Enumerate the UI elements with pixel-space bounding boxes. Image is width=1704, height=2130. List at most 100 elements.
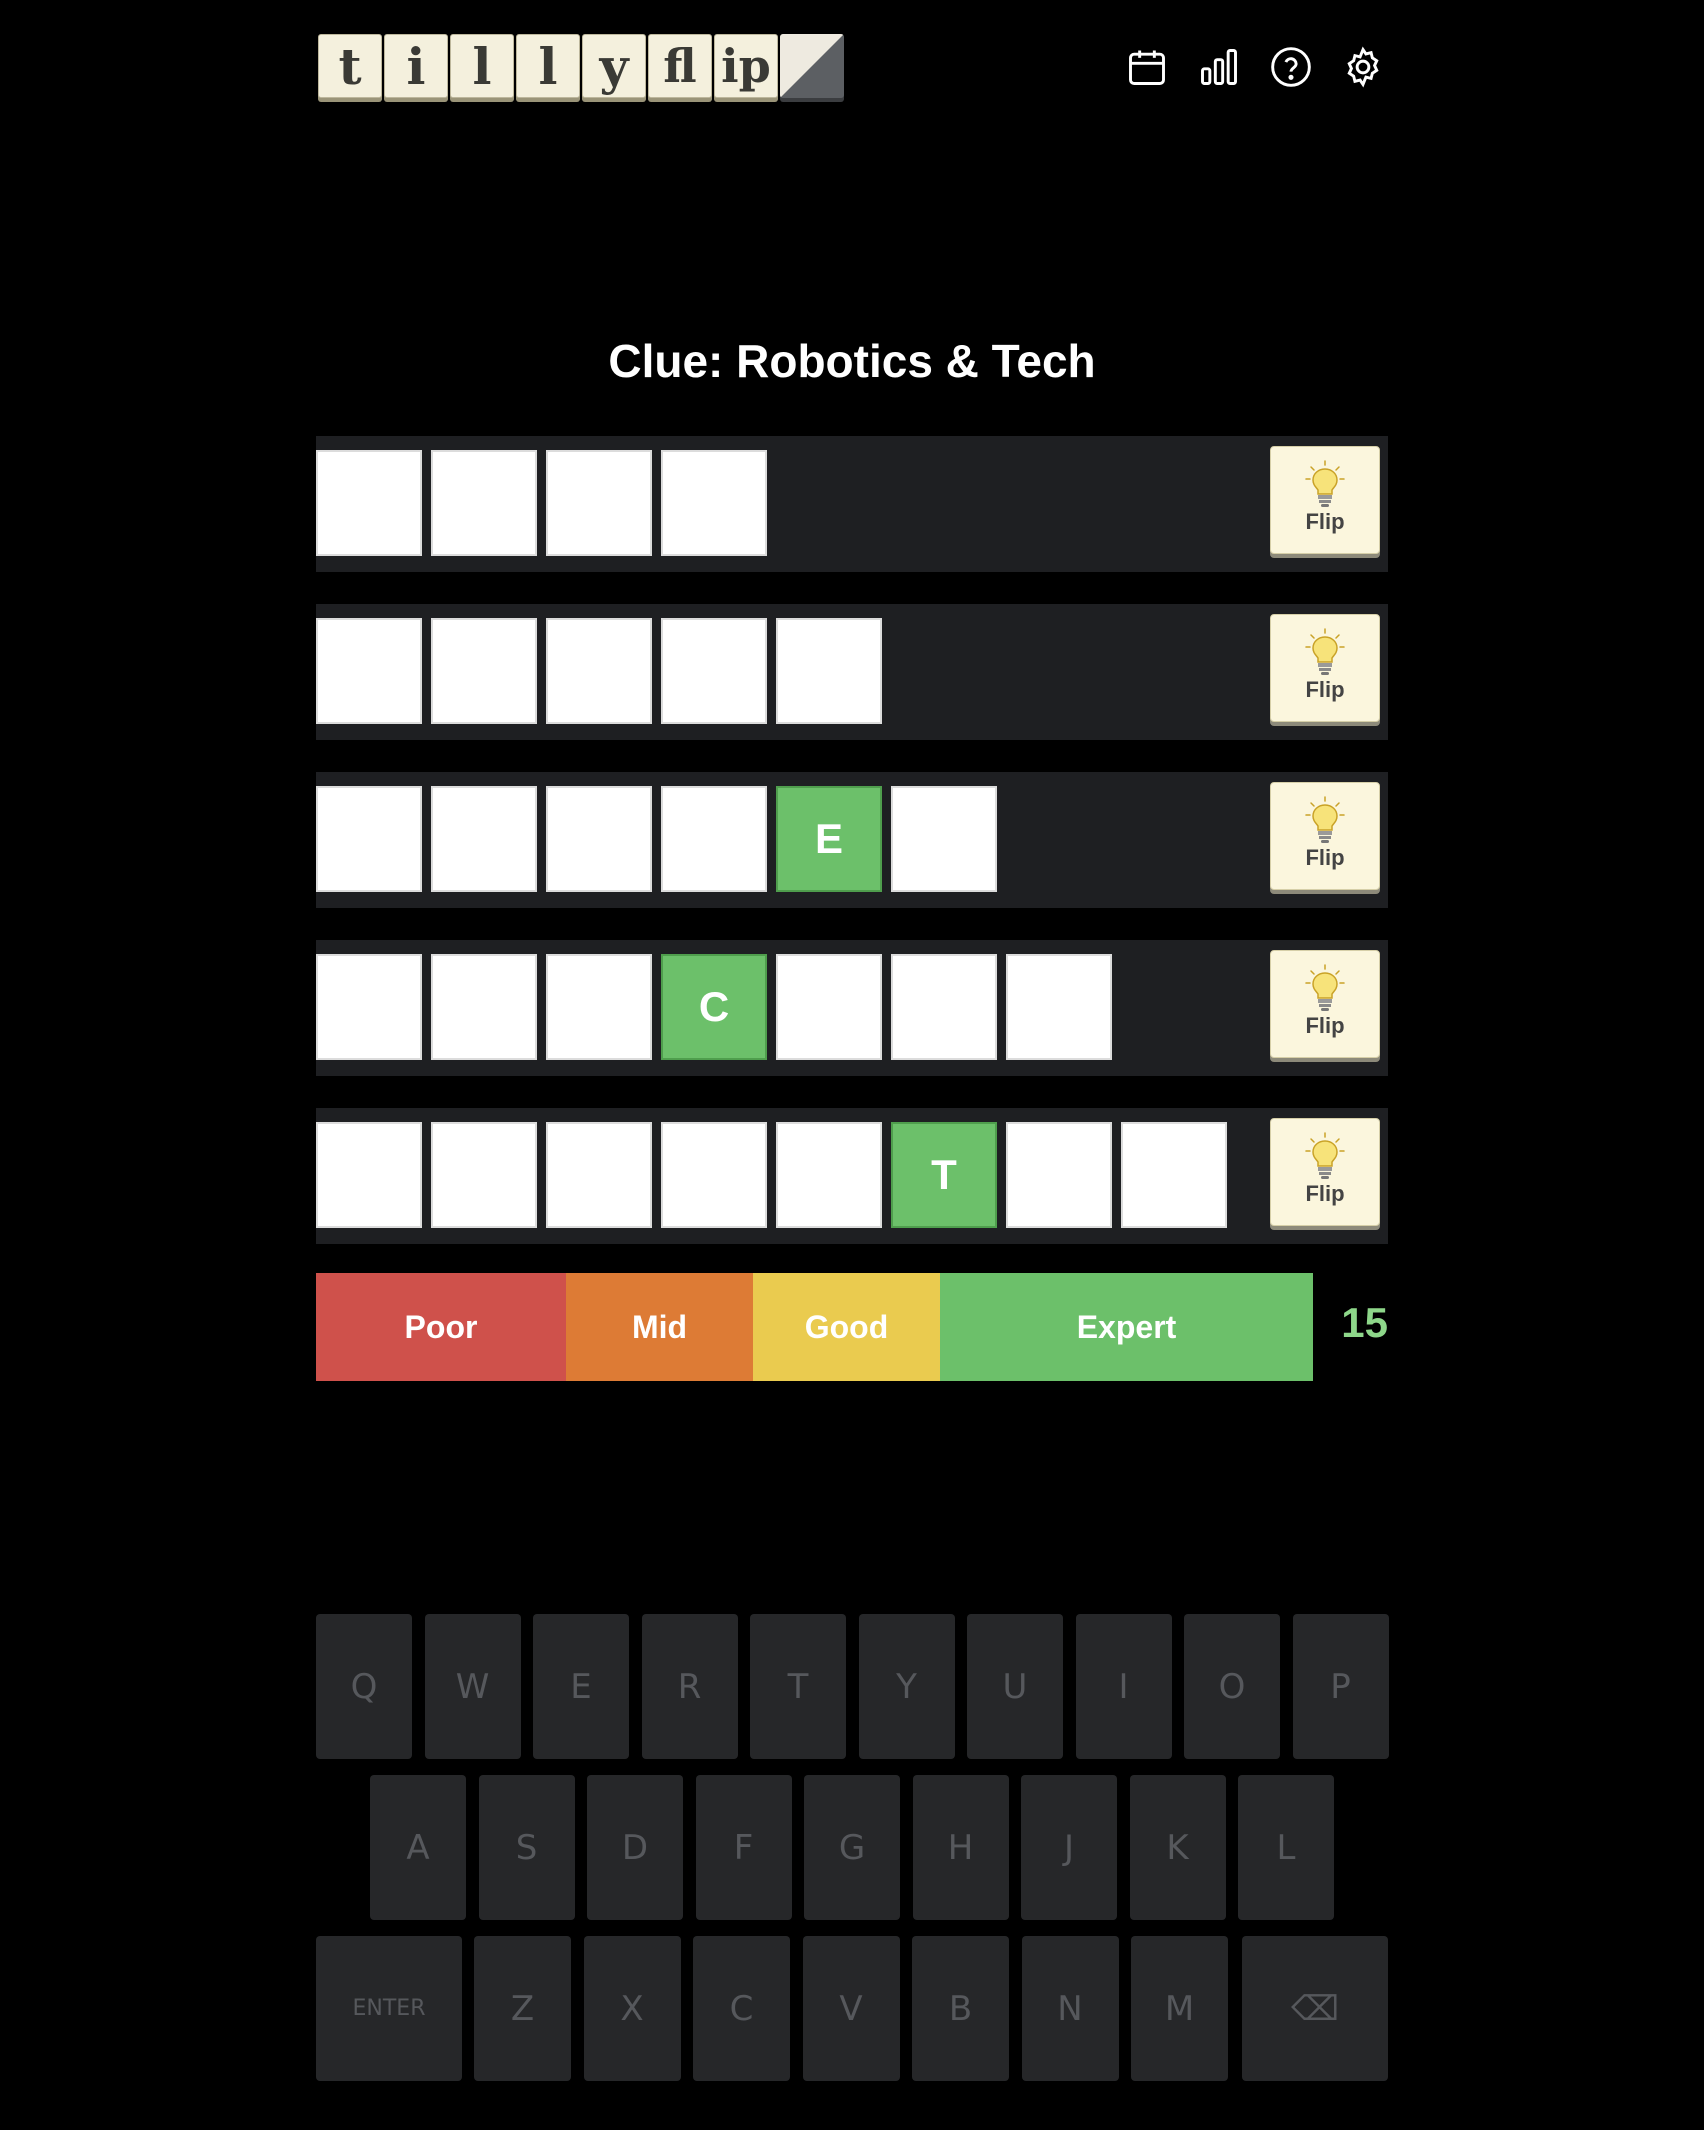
letter-tile[interactable] (316, 954, 422, 1060)
letter-tile[interactable] (546, 786, 652, 892)
letter-tile[interactable] (1006, 1122, 1112, 1228)
letter-tile[interactable]: E (776, 786, 882, 892)
key-d[interactable]: D (587, 1775, 683, 1920)
flip-label: Flip (1305, 1181, 1345, 1206)
flip-hint-button[interactable]: Flip (1270, 614, 1380, 722)
word-row: T Flip (316, 1108, 1388, 1244)
key-i[interactable]: I (1075, 1614, 1172, 1759)
letter-tile[interactable] (316, 450, 422, 556)
letter-tile[interactable] (431, 1122, 537, 1228)
calendar-icon[interactable] (1124, 44, 1170, 90)
letter-tile[interactable] (661, 450, 767, 556)
enter-key[interactable]: ENTER (316, 1936, 462, 2081)
bar-chart-icon[interactable] (1196, 44, 1242, 90)
key-p[interactable]: P (1292, 1614, 1389, 1759)
tile-group (316, 450, 776, 556)
letter-tile[interactable] (661, 786, 767, 892)
letter-tile[interactable] (546, 1122, 652, 1228)
tile-group: E (316, 786, 1006, 892)
logo-tile: fl (648, 34, 712, 98)
letter-tile[interactable] (891, 786, 997, 892)
letter-tile[interactable]: T (891, 1122, 997, 1228)
letter-tile[interactable] (316, 1122, 422, 1228)
letter-tile[interactable] (661, 1122, 767, 1228)
clue-heading: Clue: Robotics & Tech (608, 335, 1096, 387)
letter-tile[interactable] (776, 1122, 882, 1228)
letter-tile[interactable]: C (661, 954, 767, 1060)
key-w[interactable]: W (424, 1614, 521, 1759)
letter-tile[interactable] (431, 450, 537, 556)
key-o[interactable]: O (1184, 1614, 1280, 1759)
flip-label: Flip (1305, 509, 1345, 534)
help-icon[interactable] (1268, 44, 1314, 90)
letter-tile[interactable] (431, 954, 537, 1060)
key-l[interactable]: L (1238, 1775, 1334, 1920)
letter-tile[interactable] (316, 786, 422, 892)
flip-hint-button[interactable]: Flip (1270, 950, 1380, 1058)
score-segment-mid: Mid (566, 1273, 753, 1381)
letter-tile[interactable] (776, 618, 882, 724)
lightbulb-icon (1305, 796, 1345, 843)
backspace-icon[interactable]: ⌫ (1242, 1936, 1388, 2081)
key-t[interactable]: T (750, 1614, 846, 1759)
letter-tile[interactable] (1121, 1122, 1227, 1228)
key-e[interactable]: E (533, 1614, 629, 1759)
flip-label: Flip (1305, 1013, 1345, 1038)
key-y[interactable]: Y (858, 1614, 955, 1759)
logo-tile: y (582, 34, 646, 98)
score-segment-poor: Poor (316, 1273, 566, 1381)
tile-group (316, 618, 891, 724)
word-row: E Flip (316, 772, 1388, 908)
letter-tile[interactable] (546, 618, 652, 724)
lightbulb-icon (1305, 460, 1345, 507)
letter-tile[interactable] (776, 954, 882, 1060)
letter-tile[interactable] (546, 450, 652, 556)
key-b[interactable]: B (912, 1936, 1009, 2081)
settings-icon[interactable] (1340, 44, 1386, 90)
key-f[interactable]: F (695, 1775, 792, 1920)
score-segment-expert: Expert (940, 1273, 1313, 1381)
key-g[interactable]: G (804, 1775, 900, 1920)
lightbulb-icon (1305, 964, 1345, 1011)
key-u[interactable]: U (967, 1614, 1063, 1759)
letter-tile[interactable] (431, 618, 537, 724)
key-n[interactable]: N (1021, 1936, 1119, 2081)
key-x[interactable]: X (583, 1936, 681, 2081)
flip-hint-button[interactable]: Flip (1270, 1118, 1380, 1226)
letter-tile[interactable] (546, 954, 652, 1060)
key-j[interactable]: J (1021, 1775, 1117, 1920)
word-row: C Flip (316, 940, 1388, 1076)
key-h[interactable]: H (912, 1775, 1009, 1920)
score-value: 15 (1341, 1299, 1388, 1346)
logo-tile: ip (714, 34, 778, 98)
flip-hint-button[interactable]: Flip (1270, 446, 1380, 554)
lightbulb-icon (1305, 628, 1345, 675)
key-r[interactable]: R (641, 1614, 738, 1759)
key-a[interactable]: A (370, 1775, 466, 1920)
word-row: Flip (316, 436, 1388, 572)
letter-tile[interactable] (661, 618, 767, 724)
key-z[interactable]: Z (474, 1936, 571, 2081)
flip-hint-button[interactable]: Flip (1270, 782, 1380, 890)
key-v[interactable]: V (802, 1936, 900, 2081)
logo-tile: l (516, 34, 580, 98)
key-c[interactable]: C (693, 1936, 790, 2081)
key-m[interactable]: M (1131, 1936, 1228, 2081)
tile-group: C (316, 954, 1121, 1060)
letter-tile[interactable] (316, 618, 422, 724)
letter-tile[interactable] (431, 786, 537, 892)
key-k[interactable]: K (1129, 1775, 1226, 1920)
key-s[interactable]: S (478, 1775, 575, 1920)
key-q[interactable]: Q (316, 1614, 412, 1759)
flip-label: Flip (1305, 845, 1345, 870)
letter-tile[interactable] (1006, 954, 1112, 1060)
lightbulb-icon (1305, 1132, 1345, 1179)
logo-fold-tile (780, 34, 844, 98)
letter-tile[interactable] (891, 954, 997, 1060)
header-icons (1124, 44, 1412, 90)
